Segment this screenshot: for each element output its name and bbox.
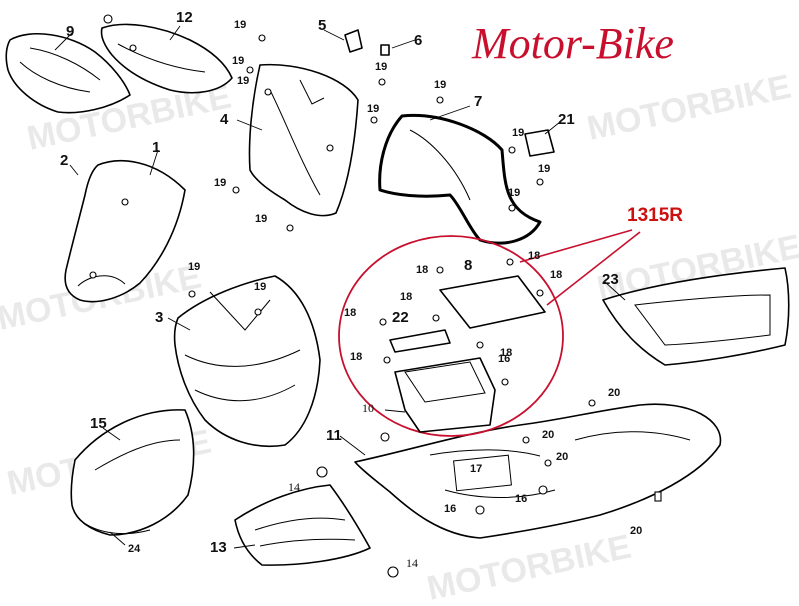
label-part-16: 16 — [498, 353, 510, 365]
label-part-18: 18 — [350, 351, 362, 363]
label-part-19: 19 — [254, 281, 266, 293]
label-part-15: 15 — [90, 415, 107, 432]
label-part-20: 20 — [608, 387, 620, 399]
label-part-18: 18 — [344, 307, 356, 319]
label-part-19: 19 — [234, 19, 246, 31]
label-part-24: 24 — [128, 543, 141, 555]
label-part-20: 20 — [630, 525, 642, 537]
screw-set-19 — [188, 34, 544, 316]
label-part-22: 22 — [392, 309, 409, 326]
watermark-text: MOTORBIKE — [424, 528, 635, 606]
label-part-17: 17 — [470, 463, 482, 475]
label-part-19: 19 — [237, 75, 249, 87]
part-number-labels: 9 12 1 2 4 5 6 7 21 3 15 11 23 8 22 10 1… — [60, 9, 642, 570]
part-6-clip — [380, 44, 390, 56]
label-part-10: 10 — [362, 401, 374, 415]
label-part-11: 11 — [326, 427, 342, 444]
part-11-floor-panel — [354, 403, 722, 539]
label-part-19: 19 — [508, 187, 520, 199]
label-part-7: 7 — [474, 93, 482, 110]
part-24-fender-stay — [79, 519, 151, 535]
label-part-14: 14 — [406, 556, 418, 570]
part-4-inner-leg-shield — [248, 63, 359, 217]
part-10-battery-box — [394, 357, 496, 433]
label-part-4: 4 — [220, 111, 229, 128]
label-part-18: 18 — [550, 269, 562, 281]
label-part-9: 9 — [66, 23, 74, 40]
part-9-handlebar-front-cover — [5, 33, 131, 114]
watermark-text: MOTORBIKE — [584, 68, 795, 148]
label-part-19: 19 — [512, 127, 524, 139]
label-part-18: 18 — [416, 264, 428, 276]
label-part-20: 20 — [556, 451, 568, 463]
label-part-2: 2 — [60, 152, 68, 169]
label-part-8: 8 — [464, 257, 472, 274]
label-part-19: 19 — [538, 163, 550, 175]
label-part-20: 20 — [542, 429, 554, 441]
label-part-3: 3 — [155, 309, 163, 326]
label-part-14: 14 — [288, 480, 300, 494]
label-part-19: 19 — [214, 177, 226, 189]
label-part-21: 21 — [558, 111, 575, 128]
highlight-region — [338, 229, 641, 437]
label-part-16: 16 — [444, 503, 456, 515]
part-15-front-fender — [70, 409, 195, 536]
part-12-handlebar-rear-cover — [100, 14, 233, 94]
label-part-19: 19 — [375, 61, 387, 73]
label-part-6: 6 — [414, 32, 422, 49]
part-8-battery-lid — [439, 275, 546, 329]
label-part-19: 19 — [188, 261, 200, 273]
label-part-13: 13 — [210, 539, 227, 556]
label-part-5: 5 — [318, 17, 326, 34]
label-part-19: 19 — [434, 79, 446, 91]
label-part-19: 19 — [367, 103, 379, 115]
part-22-bracket — [389, 329, 451, 353]
part-code-label: 1315R — [627, 205, 683, 226]
label-part-16: 16 — [515, 493, 527, 505]
label-part-23: 23 — [602, 271, 619, 288]
part-21-bracket — [524, 129, 555, 157]
label-part-19: 19 — [232, 55, 244, 67]
label-part-18: 18 — [528, 250, 540, 262]
label-part-12: 12 — [176, 9, 193, 26]
label-part-18: 18 — [400, 291, 412, 303]
label-part-1: 1 — [152, 139, 160, 156]
label-part-18: 18 — [500, 347, 512, 359]
label-part-19: 19 — [255, 213, 267, 225]
part-3-front-panel — [173, 275, 321, 448]
brand-title: Motor-Bike — [471, 19, 674, 68]
screw-set-18 — [379, 258, 544, 364]
screw-set-other — [316, 378, 662, 578]
part-1-front-shield — [64, 160, 186, 303]
leader-lines — [54, 25, 626, 549]
part-5-hook — [344, 29, 363, 53]
part-23-floor-mat — [602, 267, 790, 366]
part-13-lower-spoiler — [234, 484, 371, 566]
